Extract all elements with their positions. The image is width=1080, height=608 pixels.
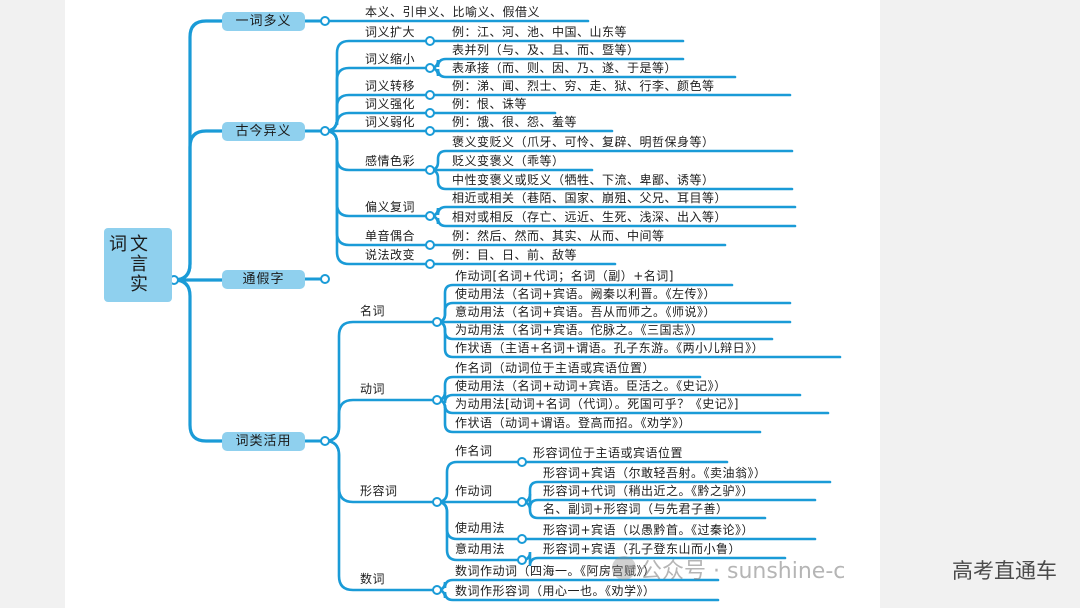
connector-line: [323, 439, 439, 592]
leaf-item: 为动用法（名词+宾语。佗脉之。《三国志》）: [455, 323, 704, 337]
group-label[interactable]: 说法改变: [365, 248, 416, 262]
leaf-item: 例：饿、很、怨、羞等: [452, 115, 578, 129]
leaf-item: 形容词+宾语（以愚黔首。《过秦论》）: [543, 523, 755, 537]
group-label[interactable]: 感情色彩: [365, 154, 416, 168]
branch-node-icon[interactable]: [425, 126, 435, 136]
leaf-item: 中性变褒义或贬义（牺牲、下流、卑鄙、诱等）: [452, 173, 715, 187]
leaf-item: 使动用法（名词+动词+宾语。臣活之。《史记》）: [455, 379, 727, 393]
branch-node-icon[interactable]: [432, 395, 442, 405]
group-label[interactable]: 形容词: [360, 484, 398, 498]
leaf-item: 形容词+宾语（尔敢轻吾射。《卖油翁》）: [543, 466, 767, 480]
connector-line: [323, 111, 432, 133]
branch-node-icon[interactable]: [425, 36, 435, 46]
group-label[interactable]: 词义强化: [365, 97, 416, 111]
branch-node-icon[interactable]: [517, 555, 527, 565]
leaf-item: 形容词+宾语（孔子登东山而小鲁）: [543, 542, 742, 556]
group-label[interactable]: 偏义复词: [365, 200, 416, 214]
branch-node-icon[interactable]: [425, 63, 435, 73]
leaf-item: 例：涕、闻、烈士、穷、走、狱、行李、颜色等: [452, 79, 715, 93]
leaf-item: 形容词+代词（稍出近之。《黔之驴》）: [543, 484, 755, 498]
group-label[interactable]: 数词: [360, 572, 386, 586]
branch-node-icon[interactable]: [425, 240, 435, 250]
leaf-item: 作名词（动词位于主语或宾语位置）: [455, 361, 656, 375]
branch-node-icon[interactable]: [517, 457, 527, 467]
leaf-item: 名、副词+形容词（与先君子善）: [543, 502, 729, 516]
branch-ancient-modern[interactable]: 古今异义: [222, 122, 305, 141]
leaf-item: 褒义变贬义（爪牙、可怜、复辟、明哲保身等）: [452, 135, 715, 149]
leaf-item: 作状语（动词+谓语。登高而招。《劝学》）: [455, 416, 692, 430]
branch-node-icon[interactable]: [432, 585, 442, 595]
branch-node-icon[interactable]: [425, 259, 435, 269]
branch-node-icon[interactable]: [320, 436, 330, 446]
branch-node-icon[interactable]: [320, 16, 330, 26]
leaf-item: 相对或相反（存亡、远近、生死、浅深、出入等）: [452, 210, 728, 224]
subgroup-label[interactable]: 使动用法: [455, 521, 506, 535]
root-node[interactable]: 文言实词: [104, 228, 172, 302]
leaf-item: 形容词位于主语或宾语位置: [533, 446, 684, 460]
group-label[interactable]: 词义转移: [365, 79, 416, 93]
branch-node-icon[interactable]: [425, 90, 435, 100]
leaf-item: 贬义变褒义（乖等）: [452, 154, 565, 168]
leaf-item: 例：江、河、池、中国、山东等: [452, 25, 628, 39]
leaf-item: 使动用法（名词+宾语。阙秦以利晋。《左传》）: [455, 287, 717, 301]
branch-node-icon[interactable]: [425, 165, 435, 175]
subgroup-label[interactable]: 意动用法: [455, 542, 506, 556]
branch-node-icon[interactable]: [432, 317, 442, 327]
branch-node-icon[interactable]: [425, 108, 435, 118]
group-label[interactable]: 动词: [360, 382, 386, 396]
leaf-item: 为动用法[动词+名词（代词）。死国可乎？《史记》]: [455, 397, 739, 411]
leaf-item: 例：然后、然而、其实、从而、中间等: [452, 229, 665, 243]
leaf-item: 作状语（主语+名词+谓语。孔子东游。《两小儿辩日》）: [455, 341, 765, 355]
root-label: 文言实词: [106, 234, 148, 294]
branch-tongjia[interactable]: 通假字: [222, 270, 305, 289]
connector-line: [435, 500, 524, 562]
leaf-item: 例：恨、诛等: [452, 97, 528, 111]
leaf-item: 数词作形容词（用心一也。《劝学》）: [455, 584, 656, 598]
watermark-name: 高考直通车: [952, 559, 1057, 583]
group-label[interactable]: 名词: [360, 304, 386, 318]
connector-line: [323, 398, 439, 443]
branch-node-icon[interactable]: [517, 534, 527, 544]
leaf-item: 作动词[名词+代词；名词（副）+名词]: [455, 269, 674, 283]
branch-node-icon[interactable]: [425, 211, 435, 221]
branch-node-icon[interactable]: [517, 497, 527, 507]
connector-line: [172, 278, 224, 443]
group-label[interactable]: 词义扩大: [365, 25, 416, 39]
branch-word-class[interactable]: 词类活用: [222, 432, 305, 451]
group-label[interactable]: 词义缩小: [365, 52, 416, 66]
branch-polysemy[interactable]: 一词多义: [222, 12, 305, 31]
subgroup-label[interactable]: 作名词: [455, 444, 493, 458]
branch-node-icon[interactable]: [432, 497, 442, 507]
watermark-account: 公众号 · sunshine-c: [640, 559, 846, 584]
connector-line: [323, 129, 432, 247]
leaf-item: 相近或相关（巷陌、国家、崩殂、父兄、耳目等）: [452, 191, 728, 205]
leaf-item: 表承接（而、则、因、乃、遂、于是等）: [452, 61, 678, 75]
connector-line: [172, 129, 224, 282]
leaf-item: 表并列（与、及、且、而、暨等）: [452, 43, 640, 57]
leaf-item: 数词作动词（四海一。《阿房宫赋》）: [455, 564, 656, 578]
leaf-item: 意动用法（名词+宾语。吾从而师之。《师说》）: [455, 305, 717, 319]
connector-line: [172, 19, 224, 282]
subgroup-label[interactable]: 作动词: [455, 484, 493, 498]
branch-node-icon[interactable]: [320, 274, 330, 284]
group-label[interactable]: 单音偶合: [365, 229, 416, 243]
leaf-item: 本义、引申义、比喻义、假借义: [365, 5, 541, 19]
group-label[interactable]: 词义弱化: [365, 115, 416, 129]
leaf-item: 例：目、日、前、敌等: [452, 248, 578, 262]
watermark-logo-icon: [612, 556, 636, 580]
connector-line: [323, 129, 432, 266]
branch-node-icon[interactable]: [320, 126, 330, 136]
